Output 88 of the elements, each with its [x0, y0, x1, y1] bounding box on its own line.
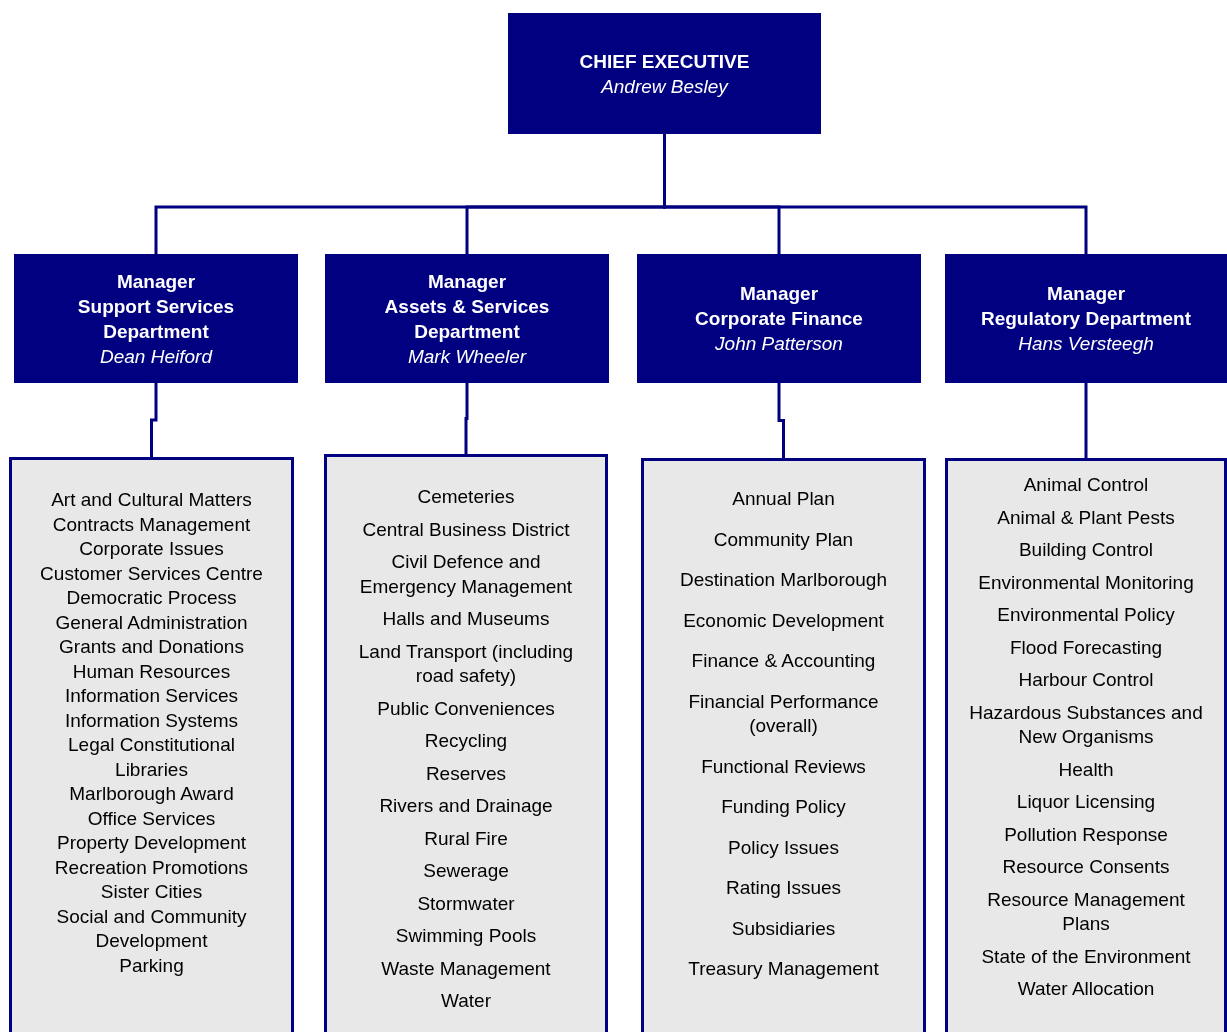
list-item: Policy Issues	[728, 835, 839, 860]
list-item: Office Services	[87, 806, 216, 831]
list-item: Economic Development	[683, 608, 884, 633]
list-item: Grants and Donations	[59, 635, 244, 659]
list-item: Hazardous Substances and New Organisms	[968, 700, 1204, 749]
list-item: Legal Constitutional	[68, 733, 235, 757]
list-item: Reserves	[425, 761, 507, 786]
list-item: Water	[441, 989, 491, 1013]
position-title: Support Services Department	[76, 294, 236, 344]
list-item: Sewerage	[423, 859, 509, 883]
list-item: Liquor Licensing	[1016, 790, 1156, 814]
list-item: Environmental Monitoring	[978, 570, 1194, 595]
list-item: Harbour Control	[1018, 668, 1154, 692]
list-item: Marlborough Award	[69, 782, 234, 806]
list-box	[9, 457, 294, 1032]
list-item: Democratic Process	[66, 586, 237, 610]
list-item: Rating Issues	[725, 876, 842, 900]
list-item: Functional Reviews	[701, 754, 866, 779]
list-item: Finance & Accounting	[691, 649, 876, 673]
person-name: Andrew Besley	[601, 74, 728, 99]
list-item: Rivers and Drainage	[379, 794, 553, 818]
list-item: Building Control	[1018, 538, 1154, 562]
connector-line	[777, 383, 785, 458]
list-box	[324, 454, 608, 1032]
list-item: Public Conveniences	[377, 696, 555, 721]
position-box	[325, 254, 609, 383]
list-item: Water Allocation	[1017, 977, 1155, 1001]
list-item: Swimming Pools	[395, 924, 537, 948]
list-item: Waste Management	[381, 956, 551, 981]
list-item: Treasury Management	[688, 957, 879, 981]
position-box	[637, 254, 921, 383]
list-item: Resource Management Plans	[986, 887, 1186, 936]
person-name: Mark Wheeler	[407, 344, 527, 369]
position-title: Assets & Services Department	[383, 294, 551, 344]
list-item: Rural Fire	[424, 826, 508, 851]
list-item: Recreation Promotions	[54, 855, 249, 880]
position-title: Manager	[739, 282, 819, 306]
list-item: Art and Cultural Matters	[51, 488, 252, 512]
list-item: Health	[1058, 757, 1114, 782]
list-item: Resource Consents	[1002, 855, 1170, 879]
list-item: Community Plan	[713, 527, 854, 552]
connector-line	[1084, 383, 1088, 458]
list-item: Annual Plan	[732, 487, 835, 511]
list-item: Cemeteries	[417, 485, 515, 509]
list-item: Pollution Response	[1004, 822, 1168, 847]
position-box	[14, 254, 298, 383]
list-item: Libraries	[115, 757, 188, 782]
list-item: Recycling	[424, 729, 508, 753]
list-item: Animal Control	[1023, 473, 1149, 497]
list-item: Sister Cities	[100, 880, 203, 904]
person-name: Hans Versteegh	[1018, 332, 1154, 356]
list-box	[945, 458, 1227, 1032]
list-box	[641, 458, 926, 1032]
position-box	[945, 254, 1227, 383]
position-title: Regulatory Department	[980, 307, 1192, 331]
list-item: State of the Environment	[981, 944, 1191, 969]
person-name: John Patterson	[715, 332, 843, 356]
list-item: Environmental Policy	[997, 603, 1175, 627]
list-item: Central Business District	[362, 517, 570, 542]
position-title: CHIEF EXECUTIVE	[579, 49, 750, 74]
list-item: Subsidiaries	[731, 916, 836, 941]
list-item: Flood Forecasting	[1009, 635, 1163, 660]
person-name: Dean Heiford	[100, 344, 212, 369]
position-title: Manager	[1046, 282, 1126, 306]
list-item: Human Resources	[72, 659, 231, 684]
list-item: Financial Performance (overall)	[687, 689, 880, 738]
position-title: Manager	[427, 269, 507, 294]
list-item: Stormwater	[417, 891, 515, 916]
list-item: Civil Defence and Emergency Management	[358, 550, 574, 599]
list-item: Land Transport (including road safety)	[357, 639, 575, 688]
list-item: Parking	[119, 953, 184, 978]
connector-line	[464, 383, 469, 454]
list-item: Contracts Management	[52, 512, 251, 537]
position-title: Manager	[116, 269, 196, 294]
position-box	[508, 13, 821, 134]
list-item: General Administration	[55, 610, 248, 635]
list-item: Halls and Museums	[382, 607, 550, 631]
list-item: Social and Community Development	[55, 904, 248, 953]
list-item: Information Systems	[64, 708, 239, 733]
list-item: Destination Marlborough	[680, 568, 887, 592]
list-item: Property Development	[56, 831, 246, 855]
list-item: Animal & Plant Pests	[997, 505, 1175, 530]
list-item: Corporate Issues	[79, 537, 224, 561]
list-item: Information Services	[64, 684, 239, 708]
list-item: Funding Policy	[721, 795, 846, 819]
position-title: Corporate Finance	[695, 307, 863, 331]
list-item: Customer Services Centre	[40, 561, 263, 586]
connector-line	[150, 383, 158, 457]
